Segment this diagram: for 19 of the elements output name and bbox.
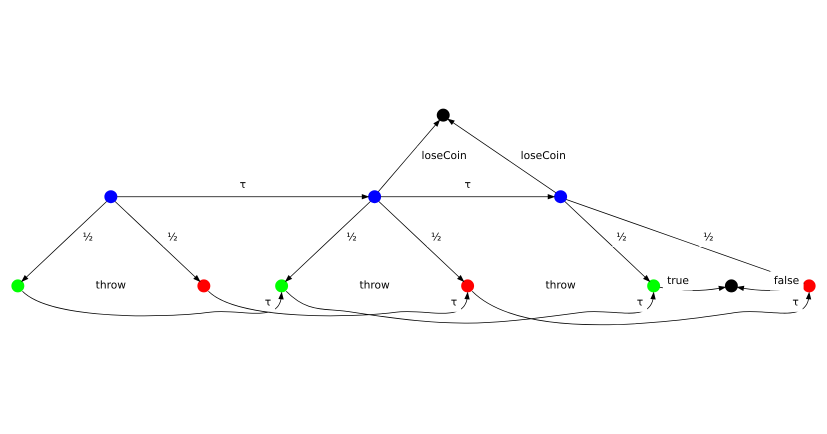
label: throw <box>96 278 126 292</box>
edge-label: ½ <box>431 230 442 244</box>
edge-label: loseCoin <box>520 149 566 162</box>
edge-label: τ <box>636 296 644 309</box>
edge-label: ½ <box>616 230 627 244</box>
edge-label: τ <box>450 296 458 309</box>
edge-label: τ <box>240 178 246 192</box>
edge-label: ½ <box>703 230 714 244</box>
edge-label: τ <box>792 296 799 309</box>
edge-label: loseCoin <box>422 149 467 162</box>
label: throw <box>545 278 576 292</box>
edge-label: τ <box>464 178 471 192</box>
edge-label: ½ <box>346 230 357 244</box>
edge-label: ½ <box>167 230 178 244</box>
edge-label: ½ <box>82 230 93 244</box>
edge-label: false <box>774 274 800 288</box>
edge-label: true <box>667 274 689 288</box>
edge-label: τ <box>264 296 272 309</box>
label: throw <box>359 278 390 292</box>
